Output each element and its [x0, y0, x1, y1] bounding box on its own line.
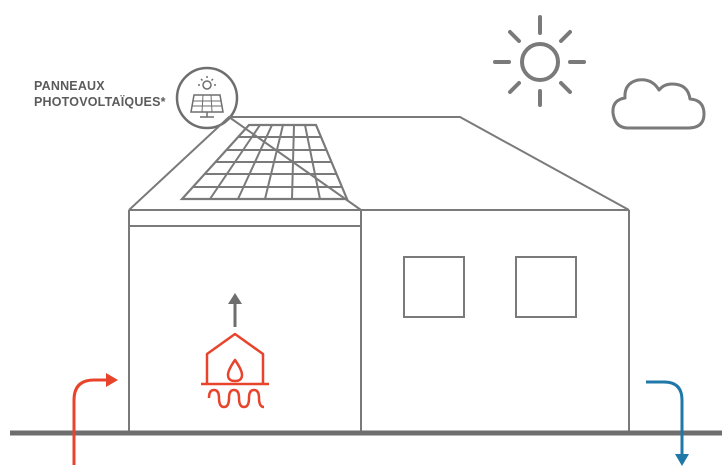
window-left — [403, 256, 465, 318]
house-walls — [128, 210, 630, 433]
heat-pump-icon — [201, 332, 269, 409]
window-right — [515, 256, 577, 318]
up-arrow-icon — [228, 293, 242, 327]
solar-panel-label-line2: PHOTOVOLTAÏQUES* — [34, 95, 166, 109]
solar-panel-label-line1: PANNEAUX — [34, 79, 105, 93]
solar-panel-label: PANNEAUX PHOTOVOLTAÏQUES* — [34, 78, 166, 110]
cloud-icon — [611, 78, 706, 130]
outlet-arrow-icon — [646, 380, 689, 466]
sun-icon — [493, 15, 586, 107]
inlet-arrow-icon — [72, 373, 118, 465]
solar-panel-badge-icon — [175, 66, 239, 130]
solar-panel-array — [179, 123, 349, 201]
roof — [128, 116, 630, 211]
